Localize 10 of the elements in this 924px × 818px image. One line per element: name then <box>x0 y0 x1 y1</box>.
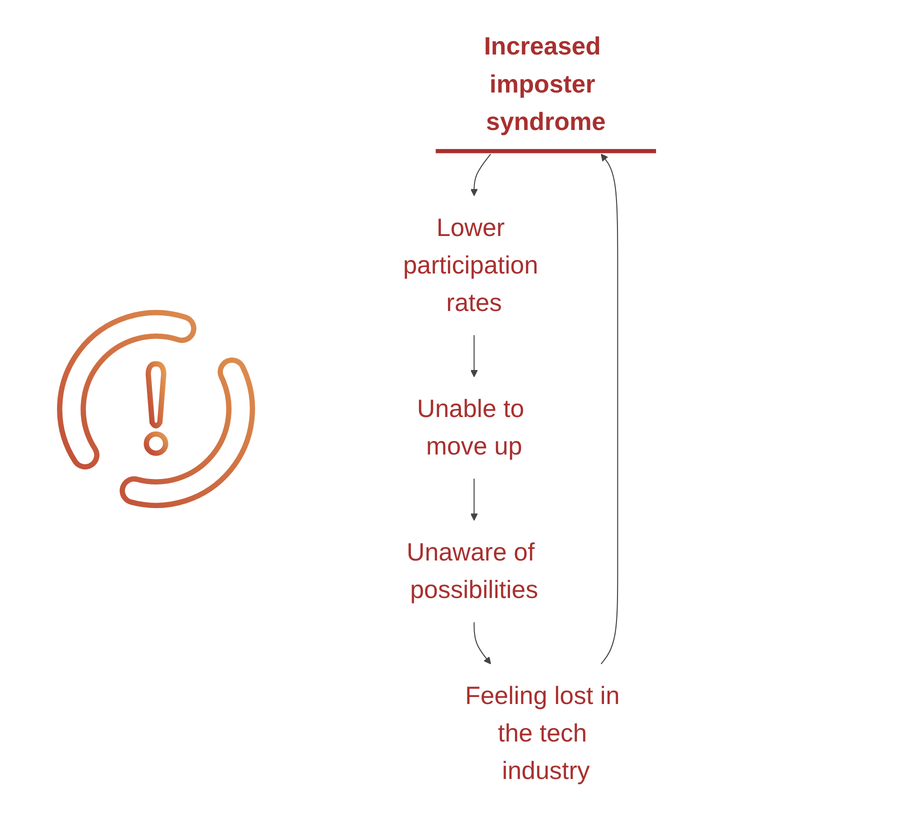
node-text: Increased imposter syndrome <box>484 33 606 136</box>
node-text: Unaware of possibilities <box>406 538 538 604</box>
arrow <box>470 154 492 196</box>
node-text: Unable to move up <box>417 395 524 460</box>
arrow <box>600 154 618 664</box>
arrow <box>470 478 478 521</box>
node-text: Lower participation rates <box>403 214 538 317</box>
arrow <box>470 334 478 378</box>
arrow <box>474 622 491 664</box>
node-text: Feeling lost in the tech industry <box>465 682 620 785</box>
